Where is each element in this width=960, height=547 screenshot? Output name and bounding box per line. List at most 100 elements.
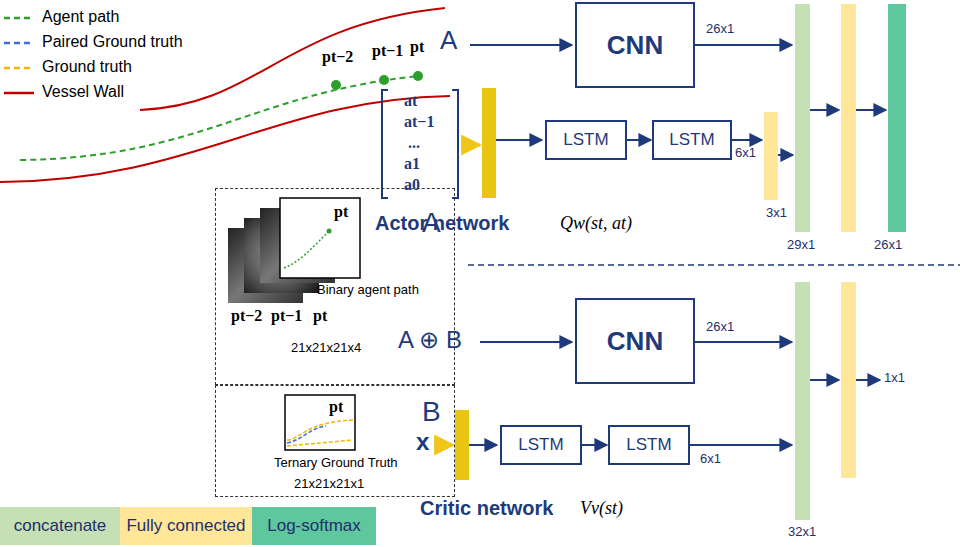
dimension: 1x1 [884,371,905,386]
agent-point [327,229,332,234]
legend-text: Agent path [42,8,119,26]
legend-swatch: Log-softmax [252,507,376,545]
node-text: LSTM [626,435,671,455]
arrow [690,444,792,446]
lstm-box: LSTM [652,120,732,160]
arrow [810,379,839,381]
arrow [695,341,792,343]
vector-entry: at−1 [404,113,434,131]
node-text: LSTM [563,130,608,150]
arrow [732,139,762,141]
arrow [695,44,792,46]
fc-layer [455,410,469,480]
lstm-box: LSTM [500,425,582,465]
lstm-box: LSTM [608,425,690,465]
dimension: 26x1 [706,22,734,37]
arrow [470,44,572,46]
ternary-slice [285,395,355,450]
panel-text: Ternary Ground Truth [274,456,398,471]
ground-truth [287,420,353,440]
legend-swatch: concatenate [0,507,120,545]
legend-text: Fully connected [126,516,245,536]
node-text: LSTM [518,435,563,455]
dimension: 6x1 [735,146,756,161]
fc-layer [764,112,778,200]
agent-point [331,80,341,90]
node-text: CNN [607,326,663,357]
legend-line [4,92,34,95]
agent-point [413,71,423,81]
dimension: 26x1 [874,238,902,253]
vector-entry: ... [408,134,420,152]
legend-text: Vessel Wall [42,83,124,101]
binary-slice [280,198,360,278]
arrow [778,154,793,156]
arrow [438,444,453,447]
connector [582,444,607,446]
legend-line [4,17,34,20]
arrow [462,144,480,147]
panel-text: pt [313,307,327,325]
input-label: A ⊕ B [398,326,462,354]
panel-text: 21x21x21x4 [291,341,361,356]
legend-text: Log-softmax [267,516,361,536]
panel-text: pt−2 [231,307,262,325]
separator [468,264,960,266]
legend-samples [0,0,40,110]
legend-text: Paired Ground truth [42,33,183,51]
vessel-wall [140,8,445,110]
dimension: 29x1 [787,238,815,253]
vector-entry: at [404,92,417,110]
ground-truth [287,440,353,446]
legend-text: Ground truth [42,58,132,76]
network-function: Vv(st) [580,498,623,519]
dimension: 32x1 [788,525,816,540]
paired-ground-truth [287,426,326,443]
connector [627,139,651,141]
legend-swatch: Fully connected [120,507,252,545]
panel-text: pt [329,398,343,416]
network-function: Qw(st, at) [560,213,632,234]
vector-entry: a1 [404,155,420,173]
legend-line [4,67,34,70]
log-softmax-layer [888,4,906,232]
fc-layer [841,282,856,478]
lstm-box: LSTM [545,120,627,160]
cnn-box: CNN [575,2,695,88]
agent-point [379,75,389,85]
agent-path [20,76,420,160]
dimension: 6x1 [700,452,721,467]
arrow [856,379,880,381]
panel-text: pt−1 [271,307,302,325]
dimension: 26x1 [706,320,734,335]
arrow [856,109,886,111]
concat-layer [795,4,810,232]
vector-entry: a0 [404,176,420,194]
point-label: pt [410,38,424,56]
input-label: A [440,26,457,56]
fc-layer [841,4,856,232]
panel-text: B [422,396,441,428]
point-label: pt−1 [372,42,403,60]
network-title: Critic network [420,497,553,520]
concat-layer [795,282,810,520]
cnn-box: CNN [575,298,695,384]
arrow [469,444,497,446]
point-label: pt−2 [322,48,353,66]
input-label: x [416,428,429,456]
panel-text: Binary agent path [317,283,419,298]
fc-layer [482,88,496,198]
arrow [810,109,839,111]
arrow [496,139,542,141]
node-text: LSTM [669,130,714,150]
legend-line [4,42,34,45]
dimension: 3x1 [766,206,787,221]
node-text: CNN [607,30,663,61]
network-title: Actor network [375,212,509,235]
panel-text: pt [334,203,348,221]
legend-text: concatenate [14,516,107,536]
agent-path [284,232,328,268]
panel-text: 21x21x21x1 [294,477,364,492]
